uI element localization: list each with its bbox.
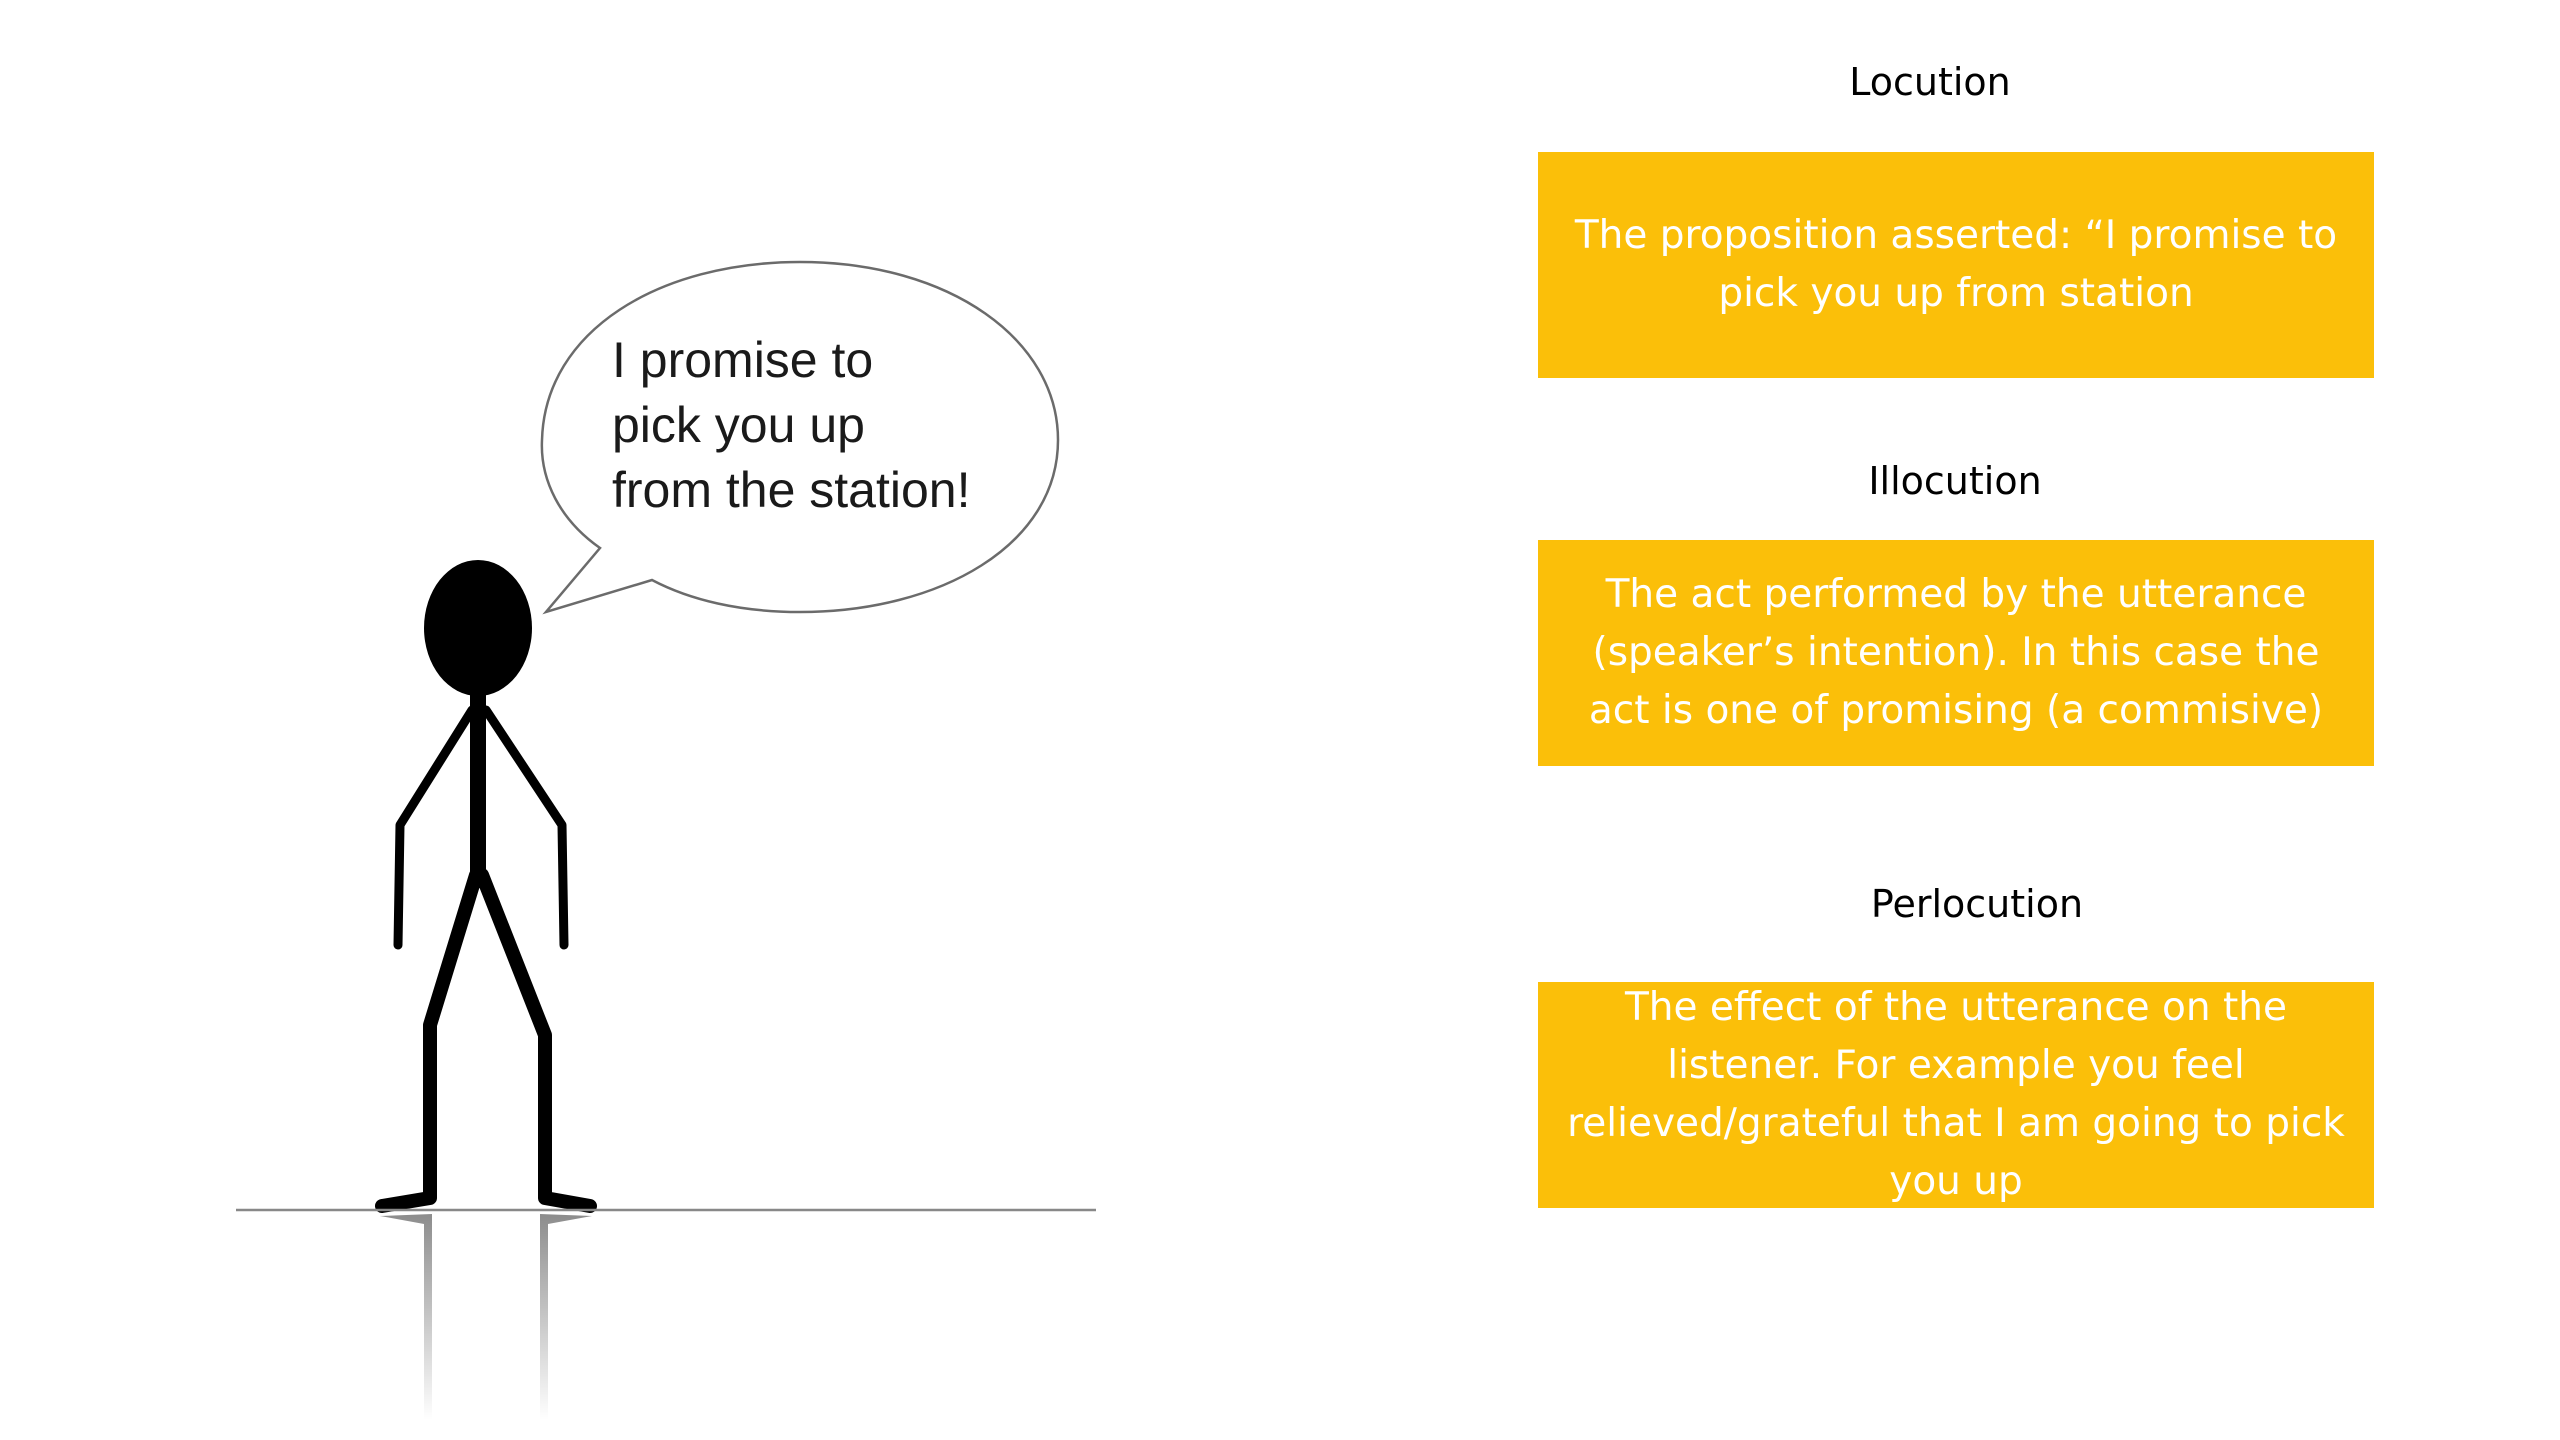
locution-box-text: The proposition asserted: “I promise to … (1556, 207, 2356, 323)
stick-figure-scene: I promise to pick you up from the statio… (0, 0, 1100, 1440)
heading-illocution: Illocution (1655, 459, 2255, 503)
heading-perlocution: Perlocution (1677, 882, 2277, 926)
figure-head (424, 560, 532, 696)
perlocution-box: The effect of the utterance on the liste… (1538, 982, 2374, 1208)
illocution-box: The act performed by the utterance (spea… (1538, 540, 2374, 766)
stick-figure-illustration (0, 0, 1100, 1440)
locution-box: The proposition asserted: “I promise to … (1538, 152, 2374, 378)
speech-bubble-text: I promise to pick you up from the statio… (612, 328, 1032, 523)
figure-reflection (380, 1214, 592, 1420)
perlocution-box-text: The effect of the utterance on the liste… (1556, 979, 2356, 1211)
heading-locution: Locution (1630, 60, 2230, 104)
illocution-box-text: The act performed by the utterance (spea… (1556, 566, 2356, 740)
figure-right-leg (482, 875, 590, 1206)
